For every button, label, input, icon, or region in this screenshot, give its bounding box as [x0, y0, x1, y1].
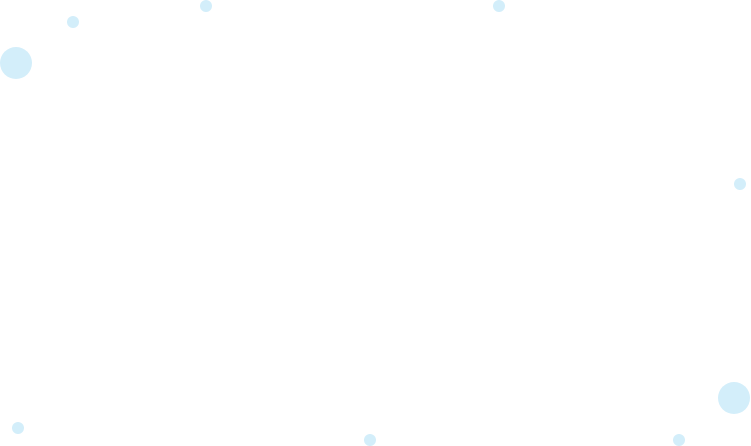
decorative-dot — [200, 0, 212, 12]
decorative-dot — [673, 434, 685, 446]
decorative-dot — [734, 178, 746, 190]
decorative-dot — [493, 0, 505, 12]
decorative-dot — [12, 422, 24, 434]
decorative-dot — [67, 16, 79, 28]
decorative-dot — [718, 382, 750, 414]
decorative-dot — [364, 434, 376, 446]
decorative-dot — [0, 47, 32, 79]
